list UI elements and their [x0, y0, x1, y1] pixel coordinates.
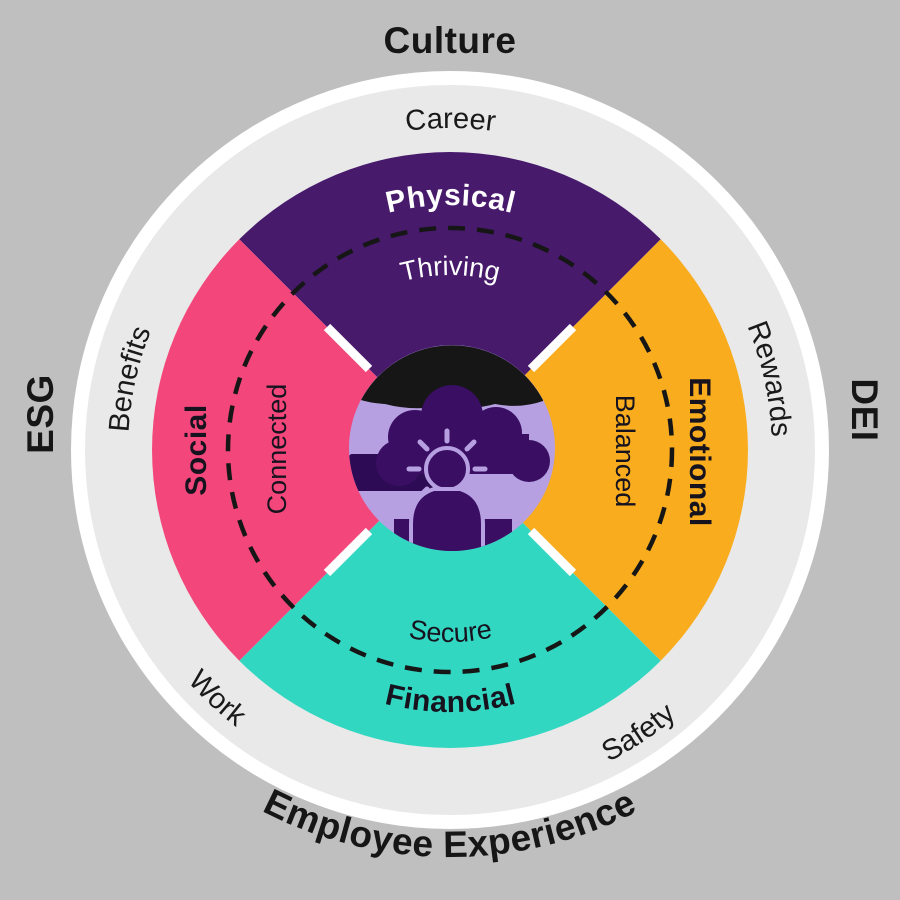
ray-icon [464, 439, 477, 452]
sun-head-icon [424, 446, 470, 492]
quadrant-label-emotional: Emotional [683, 377, 716, 527]
quadrant-dividers [323, 323, 577, 577]
state-label-secure: Secure [407, 614, 494, 648]
state-label-connected: Connected [262, 384, 292, 515]
quadrant-divider [527, 527, 577, 577]
dashed-circle [225, 225, 675, 675]
state-label-balanced: Balanced [610, 395, 640, 508]
quadrant-label-social: Social [180, 404, 213, 495]
cloud-lobe [421, 385, 483, 447]
quadrant-divider [527, 323, 577, 373]
outer-label-esg: ESG [20, 374, 61, 454]
quadrant-top-physical [239, 152, 661, 450]
quadrant-left-social [152, 239, 450, 661]
quadrant-divider [323, 323, 373, 373]
quadrant-right-emotional [450, 239, 748, 661]
center-top-blob [361, 345, 543, 409]
ring-label-career: Career [404, 103, 498, 138]
torso-icon [409, 487, 485, 551]
outer-label-culture: Culture [384, 20, 517, 61]
ray-icon [417, 439, 430, 452]
quadrant-divider [323, 527, 373, 577]
outer-label-dei: DEI [844, 378, 885, 441]
quadrant-bottom-financial [239, 450, 661, 748]
